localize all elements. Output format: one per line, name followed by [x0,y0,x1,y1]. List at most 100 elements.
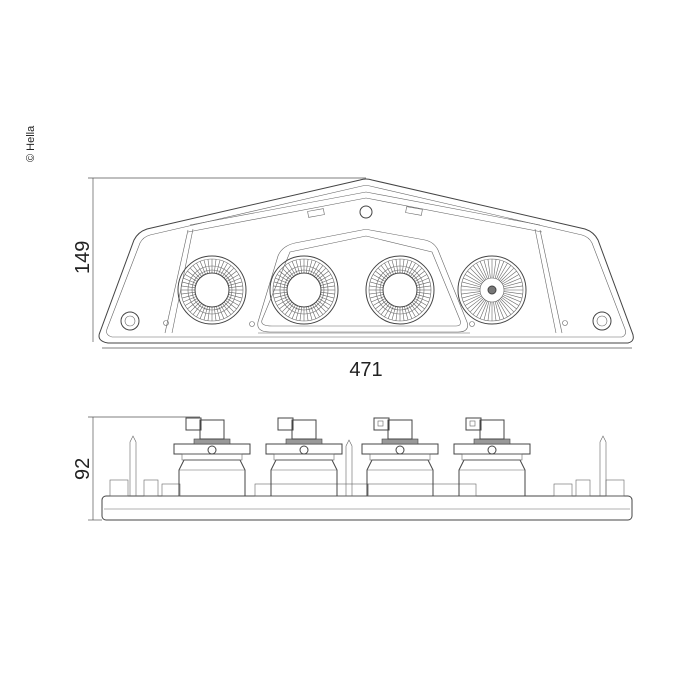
bulb-socket-4 [453,417,531,496]
bulb-socket-1 [173,417,251,496]
reflector-rib [503,292,523,299]
side-tab [161,483,181,497]
reflector-rib [467,297,483,310]
reflector-rib [463,294,482,303]
lamp-outer-ring [365,255,435,325]
side-tab [109,479,129,497]
reflector-rib [469,298,484,313]
reflector-rib [461,285,481,289]
lamp-2 [269,255,339,325]
lamp-3 [365,255,435,325]
housing-block [367,483,477,497]
height-label: 149 [72,241,94,274]
reflector-rib [503,285,523,289]
reflector-ring [375,265,425,315]
reflector-rib [502,294,521,303]
reflector-ring [479,277,505,303]
reflector-rib [469,267,484,282]
left-divider [164,229,189,334]
reflector-rib [487,301,491,321]
reflector-rib [503,281,523,288]
width-label: 471 [349,359,382,381]
socket-screw [395,445,405,455]
reflector-rib [472,299,485,315]
reflector-rib [493,259,497,279]
socket-seal [381,438,419,445]
socket-seal [473,438,511,445]
connector-plug [277,417,294,431]
reflector-rib [502,274,519,285]
connector-plug [373,417,390,431]
bulb-socket-2 [265,417,343,496]
lamp-group [177,255,527,325]
lamp-opening [286,272,322,308]
reflector-rib [479,261,488,280]
mount-hole-right-inner [596,315,608,327]
small-screw [163,320,169,326]
side-tab [605,479,625,497]
reflector-rib [501,270,517,283]
side-tab [553,483,573,497]
socket-seal [193,438,231,445]
reflector-rib [496,300,505,319]
pin [599,435,607,496]
socket-collar [181,453,243,461]
mount-hole-right [592,311,612,331]
socket-screw [487,445,497,455]
housing-inner-outline [106,185,626,338]
socket-body [458,459,526,496]
socket-screw [299,445,309,455]
plug-latch [469,420,476,427]
lens-rim [189,191,541,226]
connector [199,419,225,440]
reflector-rib [499,299,512,315]
reflector-rib [500,267,515,282]
housing-block [254,483,369,497]
reflector-ring [379,269,421,311]
housing-outline [98,178,634,344]
top-view: 149 471 [72,177,634,381]
reflector-rib [461,281,481,288]
reflector-rib [472,265,485,281]
lamp-opening [382,272,418,308]
reflector-rib [465,274,482,285]
reflector-rib [465,295,482,306]
center-screw-icon [359,205,373,219]
pin [129,435,137,496]
reflector-ring [283,269,325,311]
reflector-ring [279,265,329,315]
reflector-rib [497,263,508,280]
depth-label: 92 [72,458,94,480]
socket-body [178,459,246,496]
reflector-rib [461,291,481,295]
right-divider-2 [534,228,557,334]
right-divider [539,229,563,334]
reflector-rib [493,301,497,321]
socket-collar [369,453,431,461]
bulb-group [173,417,531,496]
socket-screw [207,445,217,455]
bulb-socket-3 [361,417,439,496]
reflector-rib [494,301,501,321]
bulb-center [487,285,497,295]
socket-collar [273,453,335,461]
small-screw [249,321,255,327]
reflector-rib [494,259,501,279]
clip-left [307,208,325,218]
connector [291,419,317,440]
reflector-rib [467,270,483,283]
clip-right [405,206,423,216]
lens-rim-2 [187,197,543,233]
lamp-outer-ring [177,255,247,325]
connector-plug [465,417,482,431]
lamp-1 [177,255,247,325]
connector-plug [185,417,202,431]
reflector-rib [461,292,481,299]
base-plate [101,495,633,521]
lamp-outer-ring [457,255,527,325]
lamp-outer-ring [269,255,339,325]
copyright-text: © Hella [25,125,37,162]
socket-collar [461,453,523,461]
connector [479,419,505,440]
